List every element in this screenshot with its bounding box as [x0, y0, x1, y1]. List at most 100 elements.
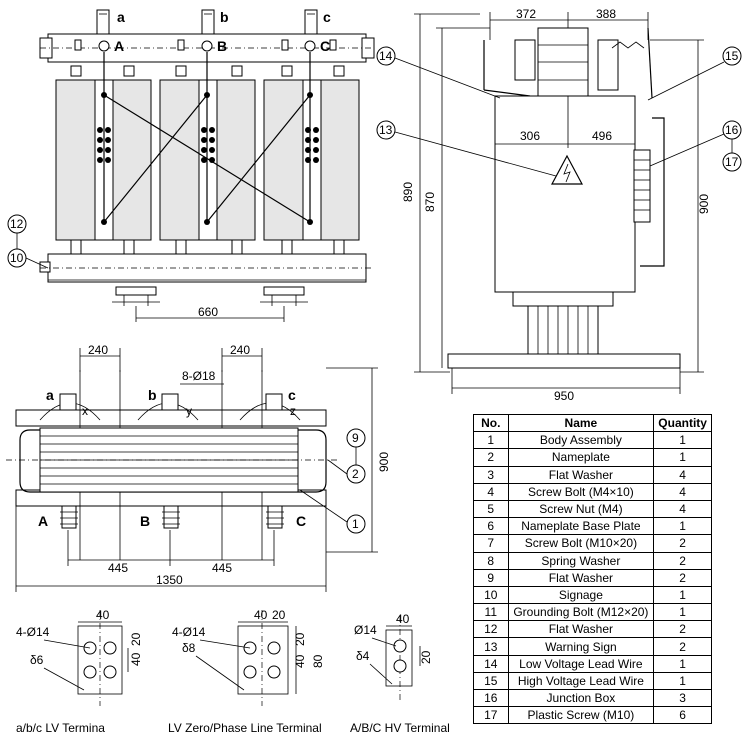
cell-qty: 1 — [653, 517, 712, 536]
cell-no: 9 — [473, 568, 509, 587]
front-lv-label-b: b — [220, 9, 229, 25]
cell-no: 16 — [473, 688, 509, 708]
cell-qty: 1 — [653, 585, 712, 605]
top-dim-445-left: 445 — [108, 561, 128, 575]
cell-qty: 1 — [653, 603, 712, 622]
terminal-lv-detail: 40 40 20 4-Ø14 δ6 a/b/c LV Termina — [16, 608, 143, 735]
top-lv-label-c: c — [288, 387, 296, 403]
cell-no: 13 — [473, 637, 509, 656]
cell-no: 10 — [473, 585, 509, 605]
cell-no: 3 — [473, 465, 509, 484]
callout-13: 13 — [379, 123, 393, 137]
cell-name: Nameplate Base Plate — [507, 517, 655, 536]
side-dim-890: 890 — [401, 182, 415, 202]
side-dim-950: 950 — [554, 389, 574, 403]
cell-qty: 3 — [653, 688, 712, 708]
cell-qty: 1 — [653, 671, 712, 691]
front-dim-660: 660 — [198, 305, 218, 319]
connection-rods — [101, 52, 313, 225]
cell-no: 11 — [473, 603, 509, 622]
cell-qty: 1 — [653, 654, 712, 673]
front-view: a b c A B C — [7, 9, 375, 322]
cell-name: Low Voltage Lead Wire — [507, 654, 655, 673]
cell-name: Grounding Bolt (M12×20) — [507, 603, 655, 622]
callout-16: 16 — [725, 123, 739, 137]
top-view: 240 240 8-Ø18 a b c x — [6, 343, 391, 592]
top-lv-label-a: a — [46, 387, 54, 403]
callout-15: 15 — [725, 49, 739, 63]
cell-name: Junction Box — [507, 688, 655, 708]
callout-17: 17 — [725, 155, 739, 169]
terminal-hv-detail: 40 20 Ø14 δ4 A/B/C HV Terminal — [350, 612, 450, 735]
top-dim-240-right: 240 — [230, 343, 250, 357]
cell-name: Screw Nut (M4) — [507, 499, 655, 519]
cell-no: 14 — [473, 654, 509, 673]
front-hv-label-C: C — [320, 38, 330, 54]
cell-name: Spring Washer — [507, 551, 655, 570]
cell-qty: 2 — [653, 551, 712, 570]
lv-caption: a/b/c LV Termina — [16, 721, 105, 735]
cell-no: 17 — [473, 706, 509, 725]
cell-qty: 2 — [653, 534, 712, 553]
top-phase-z: z — [290, 404, 296, 418]
callout-9: 9 — [352, 431, 359, 445]
zero-thickness: δ8 — [182, 641, 196, 655]
zero-dim-w1: 40 — [254, 608, 268, 622]
callout-12: 12 — [10, 217, 24, 231]
callout-1: 1 — [352, 517, 359, 531]
hv-thickness: δ4 — [356, 649, 370, 663]
lv-dim-w: 40 — [96, 608, 110, 622]
hv-holes: Ø14 — [354, 623, 377, 637]
cell-no: 6 — [473, 517, 509, 536]
cell-no: 2 — [473, 448, 509, 467]
lv-holes: 4-Ø14 — [16, 625, 50, 639]
cell-no: 4 — [473, 482, 509, 501]
front-lv-label-a: a — [117, 9, 125, 25]
cell-no: 5 — [473, 499, 509, 519]
cell-qty: 2 — [653, 620, 712, 639]
zero-caption: LV Zero/Phase Line Terminal — [168, 721, 322, 735]
cell-no: 8 — [473, 551, 509, 570]
zero-dim-s: 20 — [293, 632, 307, 646]
callout-2: 2 — [352, 467, 359, 481]
cell-qty: 2 — [653, 568, 712, 587]
hv-dim-w: 40 — [396, 612, 410, 626]
cell-name: Screw Bolt (M10×20) — [507, 534, 655, 553]
hv-caption: A/B/C HV Terminal — [350, 721, 450, 735]
top-hv-label-A: A — [38, 513, 48, 529]
side-dim-306: 306 — [520, 129, 540, 143]
cell-no: 7 — [473, 534, 509, 553]
callout-14: 14 — [379, 49, 393, 63]
hv-dim-s: 20 — [419, 650, 433, 664]
header-quantity: Quantity — [653, 413, 712, 433]
cell-no: 15 — [473, 671, 509, 691]
lv-dim-s: 20 — [129, 632, 143, 646]
parts-table-header: No. Name Quantity — [473, 413, 712, 433]
top-phase-x: x — [82, 404, 88, 418]
tap-terminals — [97, 127, 319, 163]
callout-10: 10 — [10, 251, 24, 265]
cell-name: Plastic Screw (M10) — [507, 706, 655, 725]
front-hv-label-A: A — [114, 38, 124, 54]
cell-no: 1 — [473, 431, 509, 450]
cell-qty: 2 — [653, 637, 712, 656]
side-view: 372 388 306 496 — [376, 7, 742, 403]
top-dim-240-left: 240 — [88, 343, 108, 357]
cell-qty: 1 — [653, 448, 712, 467]
cell-name: High Voltage Lead Wire — [507, 671, 655, 691]
cell-name: Screw Bolt (M4×10) — [507, 482, 655, 501]
cell-name: Flat Washer — [507, 465, 655, 484]
